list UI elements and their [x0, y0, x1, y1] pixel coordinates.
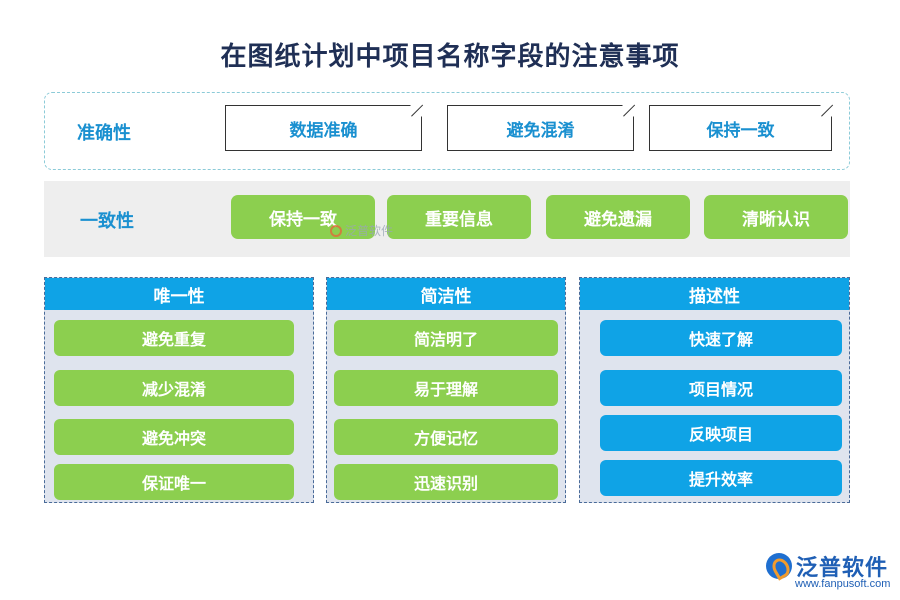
consistency-label: 一致性	[80, 211, 134, 232]
consistency-item: 避免遗漏	[546, 195, 690, 239]
accuracy-item-avoid-confusion: 避免混淆	[447, 104, 636, 151]
column-item: 快速了解	[600, 320, 842, 356]
accuracy-item-data-accurate: 数据准确	[225, 104, 424, 151]
brand-logo: 泛普软件	[766, 550, 888, 582]
uniqueness-column: 唯一性 避免重复 减少混淆 避免冲突 保证唯一	[44, 277, 314, 503]
column-item: 减少混淆	[54, 370, 294, 406]
descriptiveness-column: 描述性 快速了解 项目情况 反映项目 提升效率	[579, 277, 850, 503]
column-item: 迅速识别	[334, 464, 558, 500]
brand-name: 泛普软件	[796, 556, 889, 581]
brand-logo-icon	[766, 553, 792, 579]
accuracy-row: 准确性 数据准确 避免混淆 保持一致	[44, 92, 850, 170]
accuracy-item-label: 保持一致	[706, 120, 775, 141]
column-header: 描述性	[580, 278, 849, 310]
conciseness-column: 简洁性 简洁明了 易于理解 方便记忆 迅速识别	[326, 277, 566, 503]
column-item: 易于理解	[334, 370, 558, 406]
column-item: 反映项目	[600, 415, 842, 451]
column-item: 避免重复	[54, 320, 294, 356]
watermark: 泛普软件	[330, 222, 393, 239]
consistency-item: 保持一致	[231, 195, 375, 239]
accuracy-label: 准确性	[77, 123, 131, 144]
watermark-logo-icon	[330, 224, 342, 237]
column-header: 简洁性	[327, 278, 565, 310]
consistency-row: 一致性 保持一致 重要信息 避免遗漏 清晰认识	[44, 181, 850, 257]
column-item: 避免冲突	[54, 419, 294, 455]
accuracy-item-keep-consistent: 保持一致	[649, 104, 834, 151]
accuracy-item-label: 数据准确	[289, 120, 358, 141]
column-item: 简洁明了	[334, 320, 558, 356]
page-title: 在图纸计划中项目名称字段的注意事项	[220, 42, 680, 72]
column-item: 项目情况	[600, 370, 842, 406]
column-header: 唯一性	[45, 278, 313, 310]
column-item: 方便记忆	[334, 419, 558, 455]
brand-url: www.fanpusoft.com	[795, 578, 891, 590]
column-item: 提升效率	[600, 460, 842, 496]
consistency-item: 重要信息	[387, 195, 531, 239]
watermark-text: 泛普软件	[345, 224, 394, 238]
accuracy-item-label: 避免混淆	[506, 120, 575, 141]
column-item: 保证唯一	[54, 464, 294, 500]
consistency-item: 清晰认识	[704, 195, 848, 239]
